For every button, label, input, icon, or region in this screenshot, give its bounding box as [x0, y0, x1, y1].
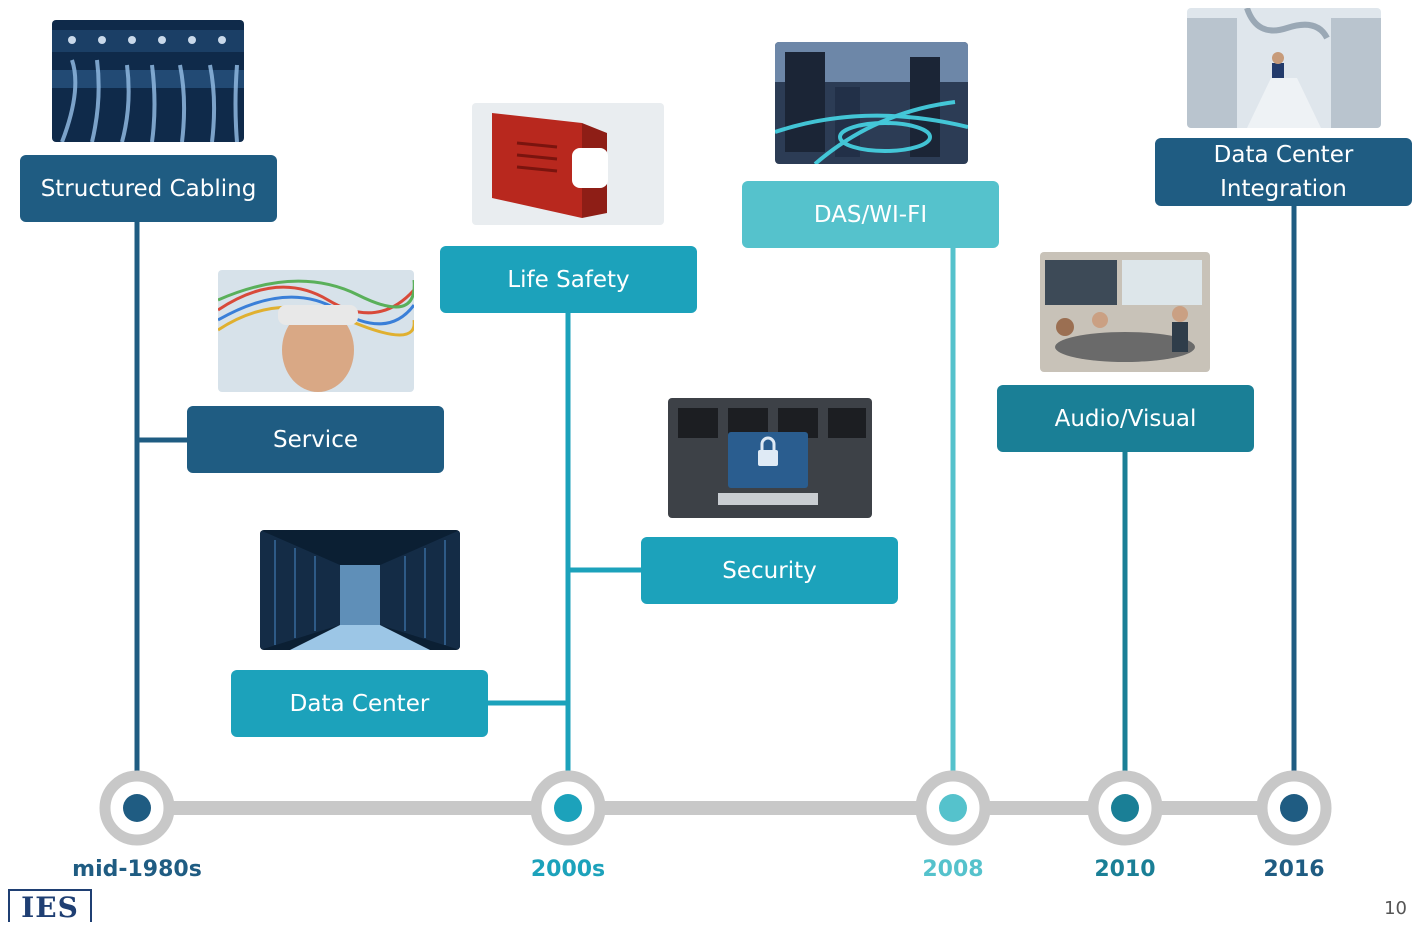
- milestone-node-2000s: [530, 770, 606, 846]
- data-center-integration-box: Data Center Integration: [1155, 138, 1412, 206]
- conference-room-photo: [1040, 252, 1210, 372]
- service-label: Service: [272, 426, 358, 453]
- data-center-box: Data Center: [231, 670, 488, 737]
- structured-cabling-label: Structured Cabling: [40, 175, 257, 202]
- security-box: Security: [641, 537, 898, 604]
- service-box: Service: [187, 406, 444, 473]
- data-hall-photo: [1187, 8, 1381, 128]
- year-label-2008: 2008: [922, 857, 984, 882]
- page-number: 10: [1384, 898, 1407, 919]
- audio-visual-box: Audio/Visual: [997, 385, 1254, 452]
- life-safety-box: Life Safety: [440, 246, 697, 313]
- year-label-2000s: 2000s: [530, 857, 606, 882]
- year-label-2016: 2016: [1263, 857, 1325, 882]
- patch-panel-photo: [52, 20, 244, 142]
- technician-with-cables-photo: [218, 270, 414, 392]
- das-wifi-box: DAS/WI-FI: [742, 181, 999, 248]
- milestone-node-2010: [1087, 770, 1163, 846]
- milestone-node-2008: [915, 770, 991, 846]
- audio-visual-label: Audio/Visual: [1054, 405, 1197, 432]
- das-wifi-label: DAS/WI-FI: [813, 201, 928, 228]
- milestone-node-1980s: [99, 770, 175, 846]
- year-label-mid-1980s: mid-1980s: [72, 857, 202, 882]
- security-label: Security: [722, 557, 817, 584]
- data-center-label: Data Center: [289, 690, 430, 717]
- fire-alarm-strobe-photo: [472, 103, 664, 225]
- city-network-photo: [775, 42, 968, 164]
- computer-lab-lock-photo: [668, 398, 872, 518]
- year-label-2010: 2010: [1094, 857, 1156, 882]
- server-aisle-photo: [260, 530, 460, 650]
- data-center-integration-label: Data Center Integration: [1213, 142, 1354, 202]
- ies-logo: IES: [8, 889, 92, 924]
- life-safety-label: Life Safety: [507, 266, 630, 293]
- structured-cabling-box: Structured Cabling: [20, 155, 277, 222]
- milestone-node-2016: [1256, 770, 1332, 846]
